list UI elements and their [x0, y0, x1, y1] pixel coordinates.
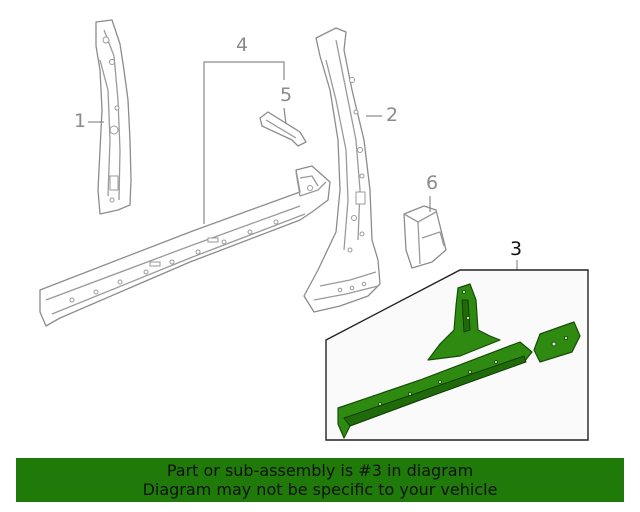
callout-3[interactable]: 3 — [510, 238, 523, 260]
callout-4[interactable]: 4 — [236, 34, 249, 56]
part-2-b-pillar[interactable] — [303, 27, 381, 313]
part-3-inset[interactable] — [325, 269, 589, 441]
callout-1[interactable]: 1 — [74, 110, 87, 132]
info-banner: Part or sub-assembly is #3 in diagram Di… — [16, 458, 624, 502]
leader-lines — [88, 61, 518, 270]
banner-line-2: Diagram may not be specific to your vehi… — [142, 480, 498, 499]
part-5-bracket[interactable] — [259, 111, 307, 147]
part-4-rocker-panel[interactable] — [39, 165, 331, 327]
callout-5[interactable]: 5 — [280, 84, 293, 106]
banner-line-1: Part or sub-assembly is #3 in diagram — [166, 461, 474, 480]
callout-2[interactable]: 2 — [386, 104, 399, 126]
part-6-box-bracket[interactable] — [403, 205, 447, 269]
callout-6[interactable]: 6 — [426, 172, 439, 194]
part-1-a-pillar[interactable] — [95, 19, 132, 215]
